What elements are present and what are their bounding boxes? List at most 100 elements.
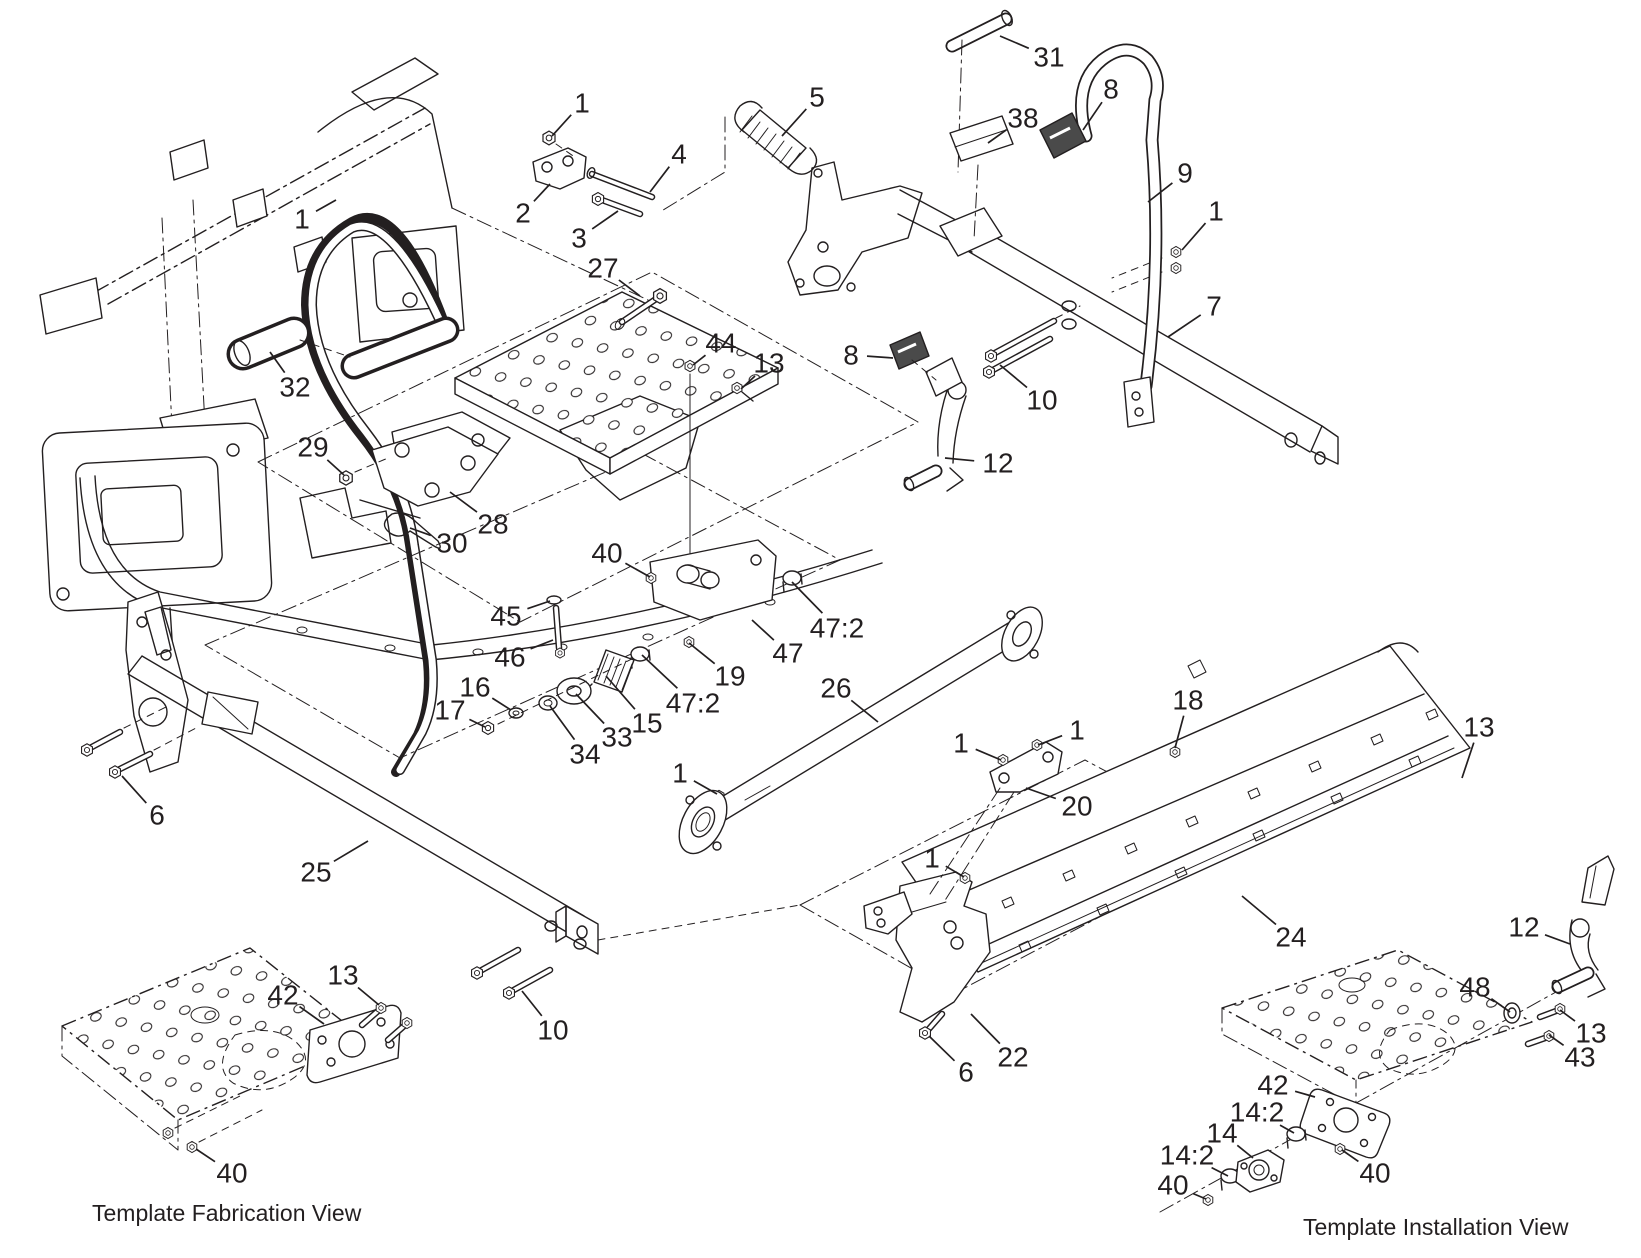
callout-label-34: 34	[569, 739, 600, 770]
callout-leader-7	[1167, 314, 1202, 338]
callout-label-7: 7	[1206, 291, 1222, 322]
callout-label-5: 5	[809, 82, 825, 113]
callout-label-4: 4	[671, 139, 687, 170]
bushing-14-2	[1286, 1126, 1306, 1142]
callout-leader-47	[751, 619, 775, 641]
callout-label-12: 12	[1508, 912, 1539, 943]
support-bracket-20	[989, 741, 1063, 793]
callout-label-32: 32	[279, 372, 310, 403]
callout-label-26: 26	[820, 673, 851, 704]
callout-label-18: 18	[1172, 685, 1203, 716]
callout-leader-42	[1294, 1090, 1316, 1098]
callout-label-1: 1	[672, 758, 688, 789]
callout-label-14: 14	[1206, 1118, 1237, 1149]
hairpin-cotter-30	[383, 512, 441, 549]
callout-label-47:2: 47:2	[810, 613, 865, 644]
callout-leader-12	[944, 457, 975, 462]
callout-leader-42	[299, 1005, 325, 1025]
callout-leader-33	[575, 693, 605, 725]
callout-label-13: 13	[327, 960, 358, 991]
callout-leader-14	[1236, 1144, 1254, 1159]
callout-leader-48	[1490, 998, 1511, 1013]
pivot-bracket-47-group	[481, 539, 803, 803]
callout-leader-14:2	[1279, 1124, 1295, 1134]
callout-leader-22	[970, 1013, 1001, 1045]
height-lever-12-center	[889, 331, 967, 492]
callout-leader-13	[1461, 742, 1475, 779]
callout-label-13: 13	[1463, 712, 1494, 743]
caption-installation-view: Template Installation View	[1303, 1214, 1569, 1240]
callout-leader-8	[866, 355, 894, 359]
callout-label-22: 22	[997, 1042, 1028, 1073]
callout-label-29: 29	[297, 432, 328, 463]
callout-leader-28	[449, 491, 478, 513]
callout-leader-1	[945, 865, 965, 878]
callout-leader-1	[1181, 222, 1207, 251]
transport-lock-lever-9	[945, 9, 1164, 428]
height-lever-12-install	[1551, 855, 1615, 998]
callout-leader-20	[1025, 787, 1057, 800]
callout-label-47: 47	[772, 638, 803, 669]
callout-label-8: 8	[843, 340, 859, 371]
callout-leader-40	[195, 1148, 216, 1163]
callout-label-16: 16	[459, 672, 490, 703]
callout-leader-13	[1559, 1009, 1576, 1022]
callout-label-3: 3	[571, 223, 587, 254]
callout-leader-47:2	[641, 654, 678, 689]
callout-label-43: 43	[1564, 1042, 1595, 1073]
callout-label-10: 10	[1026, 385, 1057, 416]
callout-leader-31	[999, 35, 1030, 50]
callout-label-8: 8	[1103, 74, 1119, 105]
washer-33	[556, 677, 592, 705]
callout-leader-5	[781, 108, 807, 137]
callout-leader-6	[121, 775, 147, 804]
bolt-13-center	[731, 381, 754, 402]
front-lift-beam-25	[81, 655, 599, 1000]
callout-leader-17	[469, 718, 486, 728]
template-fabrication-view	[61, 947, 413, 1154]
lift-tube-26	[678, 606, 1043, 855]
callout-leader-2	[533, 183, 551, 202]
callout-label-14:2: 14:2	[1230, 1097, 1285, 1128]
callout-label-6: 6	[958, 1057, 974, 1088]
callout-leader-19	[688, 642, 716, 665]
callout-leader-13	[740, 375, 756, 390]
deck-lift-lever	[125, 212, 460, 777]
washer-48	[1503, 1002, 1521, 1024]
washer-45	[546, 595, 562, 605]
callout-leader-16	[491, 697, 512, 711]
callout-leader-32	[269, 351, 286, 374]
callout-leader-26	[850, 699, 879, 723]
callout-leader-1	[551, 114, 572, 137]
callout-label-48: 48	[1459, 972, 1490, 1003]
callout-label-42: 42	[1257, 1070, 1288, 1101]
callout-leader-24	[1241, 895, 1277, 926]
idler-bracket-group	[532, 130, 656, 218]
callout-label-20: 20	[1061, 791, 1092, 822]
callout-label-24: 24	[1275, 922, 1306, 953]
callout-label-9: 9	[1177, 158, 1193, 189]
callout-label-14:2: 14:2	[1160, 1140, 1215, 1171]
washer-16	[508, 707, 524, 719]
deck-step-plate	[454, 291, 779, 475]
callout-label-40: 40	[1359, 1158, 1390, 1189]
caption-fabrication-view: Template Fabrication View	[92, 1200, 362, 1226]
callout-label-1: 1	[924, 843, 940, 874]
callout-leader-1	[315, 199, 337, 212]
callout-leader-25	[333, 840, 369, 863]
lever-knob-8	[889, 331, 930, 370]
callout-leader-27	[618, 279, 641, 297]
callout-leader-3	[591, 210, 619, 230]
callout-leader-9	[1147, 182, 1173, 203]
callout-leader-6	[928, 1035, 956, 1062]
callout-label-40: 40	[591, 538, 622, 569]
torsion-spring-15	[593, 649, 635, 693]
callout-leader-4	[649, 166, 670, 193]
callout-label-38: 38	[1007, 103, 1038, 134]
lever-knob-8	[1039, 112, 1087, 159]
callout-label-40: 40	[1157, 1170, 1188, 1201]
callout-label-17: 17	[434, 695, 465, 726]
